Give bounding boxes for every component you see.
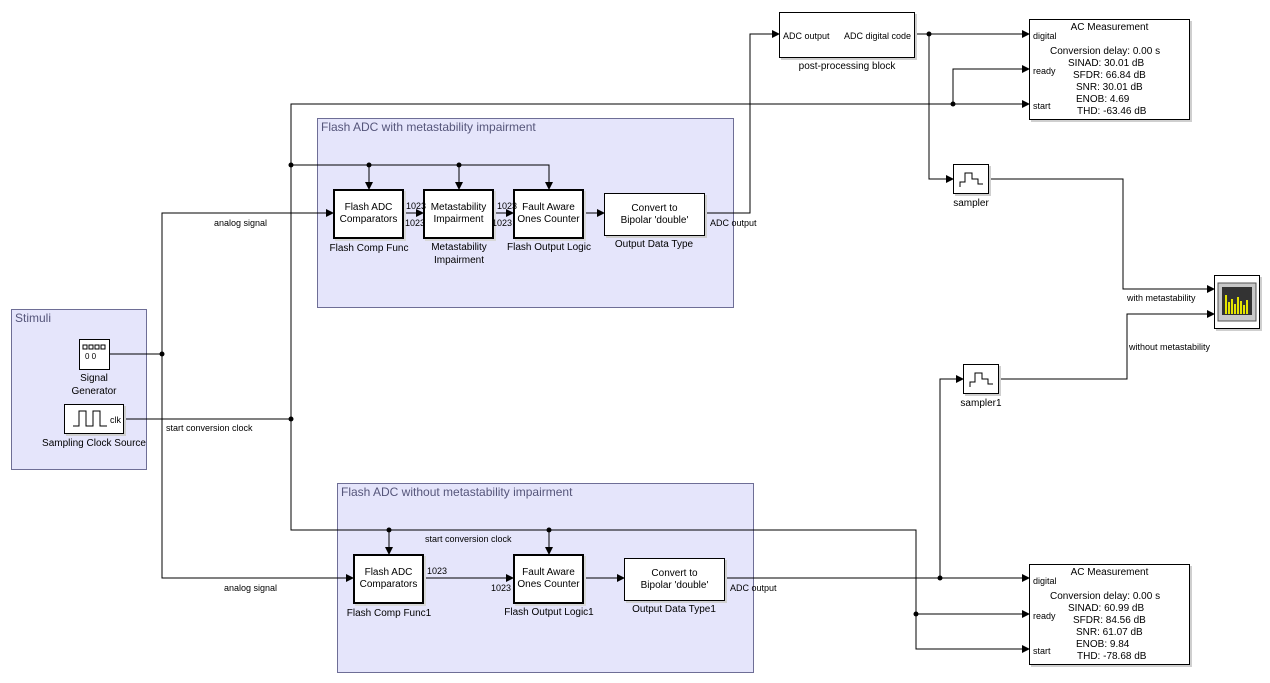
signal-generator-label: Signal Generator — [71, 373, 117, 397]
sfdr-readout: SFDR: 84.56 dB — [1073, 615, 1146, 626]
ones-counter-block[interactable]: Fault Aware Ones Counter — [513, 189, 584, 239]
conversion-delay-readout: Conversion delay: 0.00 s — [1050, 591, 1161, 602]
flash-output-logic1-label: Flash Output Logic1 — [504, 607, 594, 618]
metastability-impairment-block[interactable]: Metastability Impairment — [423, 189, 494, 239]
bus-width-label: 1023 — [492, 218, 513, 228]
bus-width-label: 1023 — [497, 201, 518, 211]
start-clock-label: start conversion clock — [425, 534, 512, 544]
thd-readout: THD: -63.46 dB — [1077, 106, 1147, 117]
output-data-type-label: Output Data Type — [614, 239, 694, 250]
analog-signal-label: analog signal — [224, 583, 278, 593]
signal-generator-icon-text: 0 0 — [85, 352, 97, 361]
adc-output-label: ADC output — [710, 218, 757, 228]
flash-output-logic-label: Flash Output Logic — [507, 242, 591, 253]
ac-measurement-block-1[interactable]: AC Measurement digital ready start Conve… — [1029, 564, 1190, 665]
metastability-impairment-label: Metastability Impairment — [431, 242, 487, 266]
bus-width-label: 1023 — [491, 583, 512, 593]
stimuli-area: Stimuli — [11, 309, 147, 470]
ready-port: ready — [1033, 66, 1056, 76]
without-metastability-label: without metastability — [1129, 342, 1211, 352]
post-processing-block[interactable]: ADC output ADC digital code — [779, 12, 915, 58]
ac-measurement-title: AC Measurement — [1070, 567, 1149, 578]
stimuli-area-title: Stimuli — [15, 311, 52, 325]
sampler1-label: sampler1 — [960, 398, 1002, 409]
snr-readout: SNR: 30.01 dB — [1076, 82, 1143, 93]
sampler-block[interactable] — [953, 164, 989, 194]
zero-order-hold-icon — [969, 372, 993, 387]
ac-measurement-block[interactable]: AC Measurement digital ready start Conve… — [1029, 19, 1190, 120]
flash-comp-func-label: Flash Comp Func — [329, 243, 409, 254]
pulse-clock-icon — [73, 410, 107, 427]
sinad-readout: SINAD: 30.01 dB — [1068, 58, 1145, 69]
start-port: start — [1033, 101, 1051, 111]
bus-width-label: 1023 — [427, 566, 448, 576]
flash-comp-func1-label: Flash Comp Func1 — [346, 608, 432, 619]
snr-readout: SNR: 61.07 dB — [1076, 627, 1143, 638]
with-metastability-area-title: Flash ADC with metastability impairment — [321, 120, 536, 134]
digital-port: digital — [1033, 576, 1057, 586]
signal-generator-block[interactable]: 0 0 — [79, 339, 110, 370]
post-processing-label: post-processing block — [798, 61, 896, 72]
sinad-readout: SINAD: 60.99 dB — [1068, 603, 1145, 614]
digital-port: digital — [1033, 31, 1057, 41]
spectrum-scope-icon — [1217, 282, 1257, 322]
adc-output-label: ADC output — [730, 583, 777, 593]
flash-comparators-block-1[interactable]: Flash ADC Comparators — [353, 554, 424, 604]
spectrum-scope-block[interactable] — [1214, 275, 1260, 329]
convert-bipolar-block[interactable]: Convert to Bipolar 'double' — [604, 193, 705, 236]
bus-width-label: 1023 — [405, 218, 426, 228]
start-port: start — [1033, 646, 1051, 656]
sampling-clock-block[interactable]: clk — [64, 404, 124, 434]
sampler1-block[interactable] — [963, 364, 999, 394]
convert-bipolar-block-1[interactable]: Convert to Bipolar 'double' — [624, 558, 725, 601]
sfdr-readout: SFDR: 66.84 dB — [1073, 70, 1146, 81]
enob-readout: ENOB: 9.84 — [1076, 639, 1130, 650]
ready-port: ready — [1033, 611, 1056, 621]
adc-digital-code-port: ADC digital code — [843, 31, 911, 41]
start-clock-label: start conversion clock — [166, 423, 253, 433]
ones-counter-block-1[interactable]: Fault Aware Ones Counter — [513, 554, 584, 604]
enob-readout: ENOB: 4.69 — [1076, 94, 1130, 105]
adc-output-port: ADC output — [783, 31, 830, 41]
signal-generator-icon — [82, 344, 106, 350]
sampling-clock-label: Sampling Clock Source — [42, 438, 146, 449]
flash-comparators-block[interactable]: Flash ADC Comparators — [333, 189, 404, 239]
with-metastability-label: with metastability — [1127, 293, 1196, 303]
analog-signal-label: analog signal — [214, 218, 268, 228]
ac-measurement-title: AC Measurement — [1070, 22, 1149, 33]
without-metastability-area-title: Flash ADC without metastability impairme… — [341, 485, 573, 499]
sampler-label: sampler — [953, 198, 989, 209]
bus-width-label: 1023 — [406, 201, 427, 211]
clock-port-label: clk — [110, 415, 121, 425]
thd-readout: THD: -78.68 dB — [1077, 651, 1147, 662]
conversion-delay-readout: Conversion delay: 0.00 s — [1050, 46, 1161, 57]
zero-order-hold-icon — [959, 172, 983, 187]
output-data-type1-label: Output Data Type1 — [632, 604, 716, 615]
